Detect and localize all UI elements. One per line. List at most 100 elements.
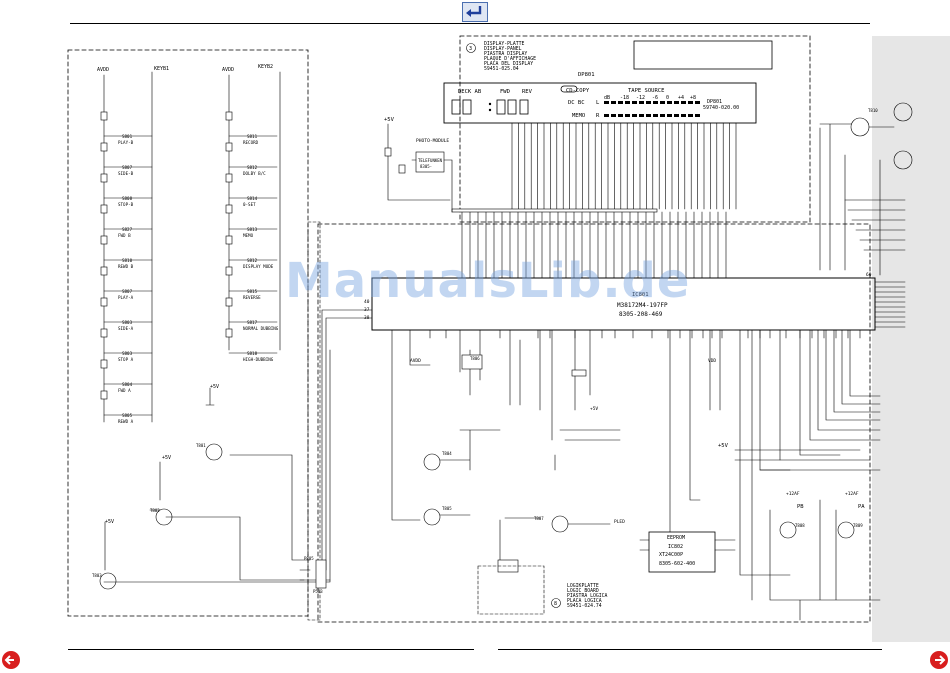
key-switch-label: RECORD bbox=[243, 140, 259, 145]
eeprom-line: 8305-602-400 bbox=[659, 561, 695, 567]
key-col1-supply: AVDD bbox=[97, 67, 109, 73]
ic-ref: IC801 bbox=[632, 292, 649, 298]
top-rule bbox=[70, 23, 870, 24]
display-note-line: DISPLAY-PLATTE bbox=[484, 41, 525, 47]
key-switch-label: DOLBY B/C bbox=[243, 171, 266, 176]
display-label-l: L bbox=[596, 100, 600, 106]
key-switch-label: DISPLAY MODE bbox=[243, 264, 274, 269]
transistor-ref: T806 bbox=[470, 356, 480, 361]
display-note-line: DISPLAY-PANEL bbox=[484, 46, 522, 52]
signal-pled: PLED bbox=[614, 519, 625, 525]
key-switch-ref: S807 bbox=[122, 289, 133, 294]
eeprom-ic bbox=[648, 531, 716, 573]
prev-page-button[interactable] bbox=[2, 651, 20, 669]
db-scale: dB bbox=[604, 95, 610, 101]
bottom-note-line: LOGIKPLATTE bbox=[567, 583, 599, 589]
display-ref: DP801 bbox=[578, 72, 595, 78]
display-label-r: R bbox=[596, 113, 600, 119]
db-scale: -6 bbox=[652, 95, 658, 101]
key-switch-ref: S817 bbox=[247, 320, 258, 325]
bottom-note-circle: 8 bbox=[554, 601, 557, 607]
next-page-button[interactable] bbox=[930, 651, 948, 669]
key-switch-ref: S805 bbox=[122, 413, 133, 418]
supply-plus5v: +5V bbox=[105, 519, 114, 525]
back-button[interactable] bbox=[462, 2, 488, 22]
photo-module-ref: TELEFUNKEN bbox=[418, 158, 443, 163]
supply-plus5v: +5V bbox=[590, 406, 598, 412]
transistor-ref: T803 bbox=[92, 573, 102, 578]
key-switch-label: REWD B bbox=[118, 264, 134, 269]
key-switch-label: REWD A bbox=[118, 419, 134, 424]
key-switch-label: STOP A bbox=[118, 357, 134, 362]
key-switch-label: STOP-B bbox=[118, 202, 134, 207]
bottom-note-line: PIASTRA LOGICA bbox=[567, 593, 608, 599]
photo-module-part: 8305- bbox=[420, 164, 432, 169]
bottom-note-line: PLACA LOGICA bbox=[567, 598, 602, 604]
signal-pa: PA bbox=[858, 504, 865, 510]
key-col2-supply: AVDD bbox=[222, 67, 234, 73]
transistor-ref: T810 bbox=[868, 108, 878, 113]
db-scale: -12 bbox=[636, 95, 645, 101]
db-scale: +4 bbox=[678, 95, 684, 101]
key-switch-ref: S812 bbox=[247, 258, 258, 263]
display-label-dc-bc: DC BC bbox=[568, 100, 585, 106]
bottom-rule-right bbox=[498, 649, 882, 650]
key-switch-label: MEMO bbox=[243, 233, 254, 238]
supply-plus5v: +5V bbox=[718, 443, 729, 449]
key-switch-ref: S804 bbox=[122, 382, 133, 387]
supply-plus12af: +12AF bbox=[786, 491, 800, 497]
supply-plus12af: +12AF bbox=[845, 491, 859, 497]
display-label-cd-copy: CD-COPY bbox=[566, 88, 590, 94]
ic-pin: 60 bbox=[866, 272, 872, 278]
db-scale: 0 bbox=[666, 95, 669, 101]
key-switch-label: 0-SET bbox=[243, 202, 256, 207]
connector-p503: P503 bbox=[313, 589, 323, 594]
key-switch-label: HIGH-DUBBING bbox=[243, 357, 274, 362]
connector-p805: P805 bbox=[304, 556, 314, 561]
transistor-ref: T805 bbox=[442, 506, 452, 511]
db-scale: -18 bbox=[620, 95, 629, 101]
display-note-line: PLACA DEL DISPLAY bbox=[484, 61, 533, 67]
key-switch-ref: S803 bbox=[122, 320, 133, 325]
key-switch-label: SIDE-A bbox=[118, 326, 134, 331]
margin-strip bbox=[872, 36, 950, 642]
key-switch-ref: S810 bbox=[122, 258, 133, 263]
display-label-deck: DECK AB bbox=[458, 89, 482, 95]
photo-module-label: PHOTO-MODULE bbox=[416, 138, 449, 144]
signal-pb: PB bbox=[797, 504, 804, 510]
supply-avdd: AVDD bbox=[410, 358, 421, 364]
transistor-ref: T809 bbox=[853, 523, 863, 528]
key-switch-label: REVERSE bbox=[243, 295, 261, 300]
transistor-ref: T802 bbox=[150, 508, 160, 513]
key-switch-ref: S813 bbox=[247, 227, 258, 232]
transistor-ref: T808 bbox=[795, 523, 805, 528]
key-switch-label: FWD A bbox=[118, 388, 131, 393]
supply-vdd: VDD bbox=[708, 358, 716, 364]
key-switch-ref: S814 bbox=[247, 196, 258, 201]
supply-plus5v: +5V bbox=[210, 384, 219, 390]
key-switch-ref: S818 bbox=[247, 351, 258, 356]
display-part: 59740-020.00 bbox=[703, 105, 739, 111]
display-notes-circle: 3 bbox=[469, 46, 472, 52]
key-switch-label: SIDE-B bbox=[118, 171, 134, 176]
ic-name: M38172M4-197FP bbox=[617, 302, 668, 309]
arrow-right-icon bbox=[935, 655, 946, 665]
ic-part: 8305-208-469 bbox=[619, 311, 663, 318]
display-note-line: PIASTRA DISPLAY bbox=[484, 51, 527, 57]
ic-pin: 40 bbox=[364, 299, 370, 305]
db-scale: +8 bbox=[690, 95, 696, 101]
return-arrow-icon bbox=[466, 6, 482, 17]
